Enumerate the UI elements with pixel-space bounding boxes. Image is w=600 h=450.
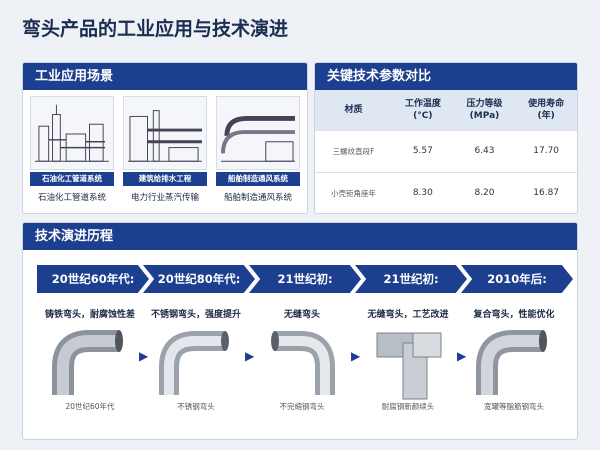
key-params-panel: 关键技术参数对比 材质 工作温度 (°C) 压力等级 (MPa) 使用寿命 (年… (314, 62, 578, 214)
industrial-scenes-panel: 工业应用场景 石油化工管道系统 石油化工管道系统 (22, 62, 308, 214)
product-caption: 耐腐钢新颜续头 (381, 402, 435, 411)
table-row: 三螺纹直段F 5.57 6.43 17.70 (315, 129, 577, 172)
scene-tag: 石油化工管道系统 (30, 172, 114, 186)
table-cell: 5.57 (392, 129, 454, 172)
scene-caption: 石油化工管道系统 (37, 193, 106, 203)
table-cell: 16.87 (515, 171, 577, 213)
scene-caption: 船舶制造通风系统 (223, 193, 292, 203)
stage-description: 复合弯头，性能优化 (473, 310, 555, 320)
page-title: 弯头产品的工业应用与技术演进 (22, 18, 289, 40)
composite-elbow-icon (476, 330, 547, 395)
scene-tag: 建筑给排水工程 (123, 172, 207, 186)
product-caption: 20世纪60年代 (65, 402, 115, 411)
scene-card-building: 建筑给排水工程 电力行业蒸汽传输 (123, 96, 207, 203)
table-cell: 17.70 (515, 129, 577, 172)
table-cell: 6.43 (453, 129, 516, 172)
stage-description: 不锈钢弯头，强度提升 (150, 310, 241, 320)
column-header: 压力等级 (MPa) (453, 90, 516, 130)
arrow-right-icon: ▶ (351, 349, 361, 363)
stage-description: 铸铁弯头，耐腐蚀性差 (44, 310, 135, 320)
stage-description: 无缝弯头 (283, 310, 320, 320)
stainless-elbow-icon (159, 331, 229, 395)
table-row: 小壳钜角座年 8.30 8.20 16.87 (315, 171, 577, 213)
era-chevron: 20世纪60年代: (37, 265, 149, 293)
scene-card-ship: 船舶制造通风系统 船舶制造通风系统 (216, 96, 300, 203)
cast-iron-elbow-icon (52, 330, 123, 395)
params-header: 关键技术参数对比 (315, 63, 577, 90)
improved-elbow-icon (376, 332, 442, 400)
table-cell: 三螺纹直段F (315, 129, 393, 172)
scene-caption: 电力行业蒸汽传输 (130, 193, 199, 203)
arrow-right-icon: ▶ (245, 349, 255, 363)
column-header: 使用寿命 (年) (515, 90, 577, 130)
product-caption: 宽罐等脂筋钢弯头 (484, 402, 544, 411)
product-caption: 不锈钢弯头 (177, 402, 215, 411)
refinery-illustration-icon (30, 96, 114, 170)
era-chevron: 2010年后: (461, 265, 573, 293)
tech-evolution-panel: 技术演进历程 20世纪60年代: 20世纪80年代: 21世纪初: 21世纪初:… (22, 222, 578, 440)
table-cell: 8.20 (453, 171, 516, 213)
arrow-right-icon: ▶ (139, 349, 149, 363)
table-header-row: 材质 工作温度 (°C) 压力等级 (MPa) 使用寿命 (年) (315, 90, 577, 130)
seamless-elbow-icon (271, 331, 335, 395)
table-cell: 小壳钜角座年 (315, 171, 393, 213)
era-chevron: 21世纪初: (355, 265, 467, 293)
ship-duct-illustration-icon (216, 96, 300, 170)
arrow-right-icon: ▶ (457, 349, 467, 363)
column-header: 工作温度 (°C) (392, 90, 454, 130)
product-caption: 不完缩钢弯头 (279, 402, 325, 411)
column-header: 材质 (315, 90, 393, 130)
scene-tag: 船舶制造通风系统 (216, 172, 300, 186)
era-chevron: 21世纪初: (249, 265, 361, 293)
table-cell: 8.30 (392, 171, 454, 213)
era-chevron: 20世纪80年代: (143, 265, 255, 293)
evolution-header: 技术演进历程 (23, 223, 577, 250)
stage-description: 无缝弯头，工艺改进 (367, 310, 449, 320)
plant-pipeline-illustration-icon (123, 96, 207, 170)
scenes-header: 工业应用场景 (23, 63, 307, 90)
params-table: 材质 工作温度 (°C) 压力等级 (MPa) 使用寿命 (年) 三螺纹直段F … (315, 90, 577, 213)
scene-card-petrochemical: 石油化工管道系统 石油化工管道系统 (30, 96, 114, 203)
